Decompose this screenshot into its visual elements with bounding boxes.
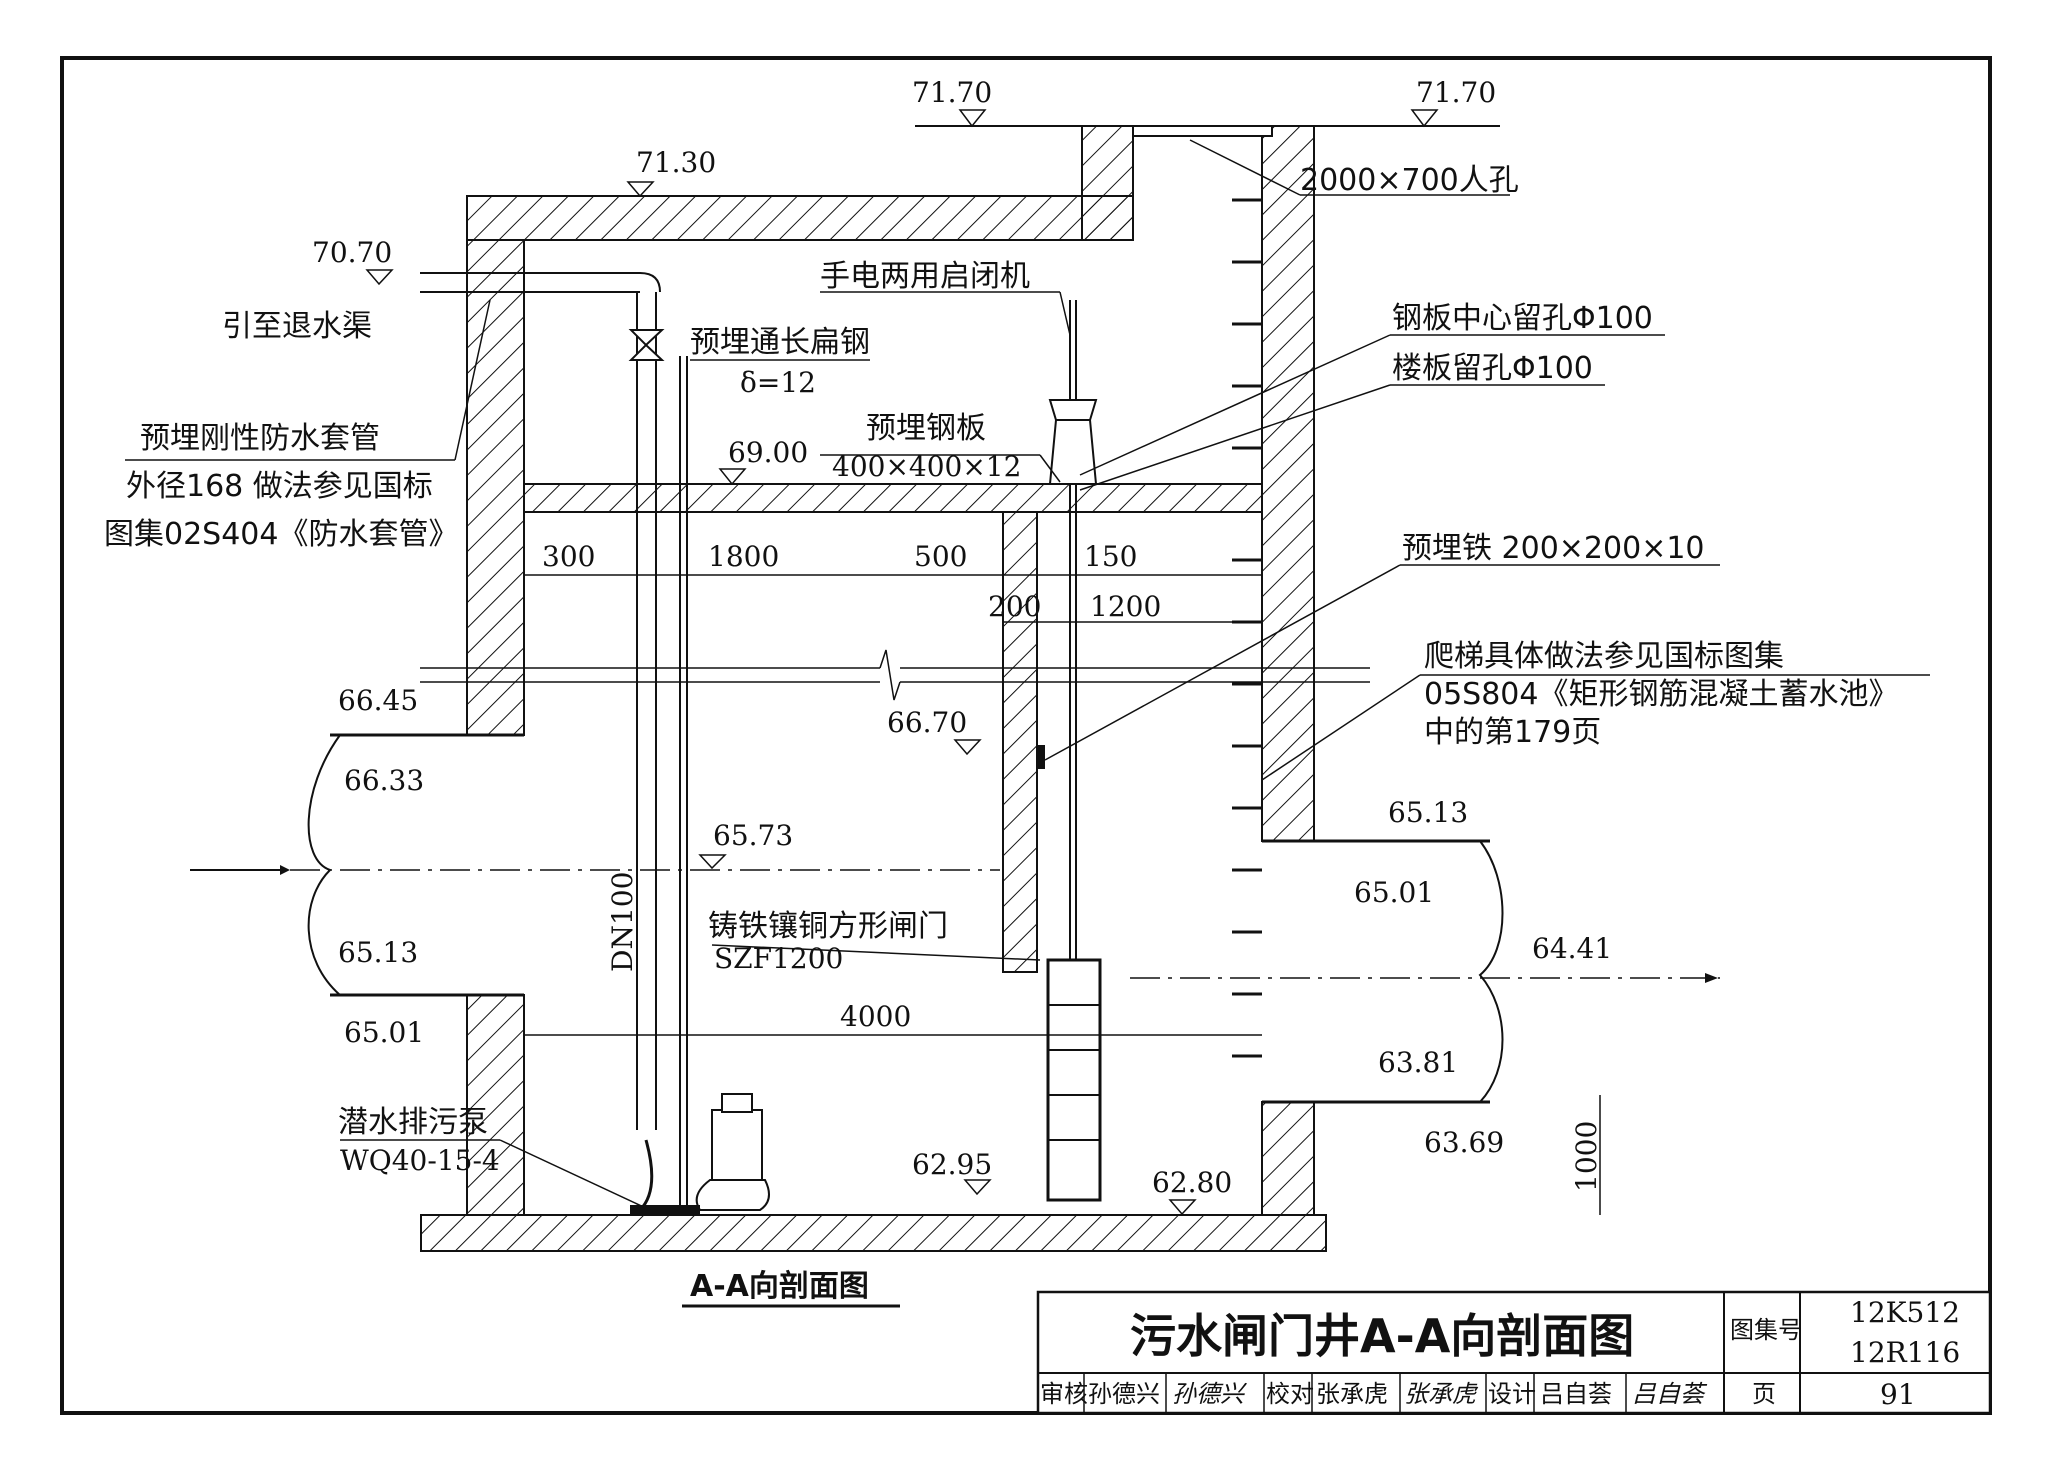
- elev-inlet-lower: 65.13: [338, 936, 418, 969]
- section-caption: A-A向剖面图: [690, 1269, 869, 1304]
- label-manhole: 2000×700人孔: [1300, 163, 1519, 198]
- label-gate-1: 铸铁镶铜方形闸门: [708, 909, 948, 944]
- annotation-labels: 2000×700人孔 手电两用启闭机 钢板中心留孔Φ100 楼板留孔Φ100 引…: [104, 163, 1898, 1308]
- outlet-pipe: [1130, 839, 1720, 1104]
- drawing-title: 污水闸门井A-A向剖面图: [1130, 1309, 1634, 1363]
- dim-1200: 1200: [1090, 590, 1161, 623]
- label-slab-hole: 楼板留孔Φ100: [1392, 351, 1593, 386]
- elev-inlet-upper: 66.33: [344, 764, 424, 797]
- elev-outfall: 70.70: [312, 236, 392, 269]
- break-line: [420, 649, 1370, 701]
- dimension-lines: [524, 574, 1601, 1215]
- label-embedded-iron: 预埋铁 200×200×10: [1402, 531, 1705, 566]
- elev-inlet-bottom: 65.01: [344, 1016, 424, 1049]
- label-sleeve-3: 图集02S404《防水套管》: [104, 517, 458, 552]
- label-plate-hole: 钢板中心留孔Φ100: [1392, 301, 1653, 336]
- atlas-no-2: 12R116: [1850, 1336, 1960, 1369]
- elev-floor-right: 62.80: [1152, 1166, 1232, 1199]
- label-ladder-2: 05S804《矩形钢筋混凝土蓄水池》: [1424, 677, 1898, 712]
- discharge-pipe: [420, 272, 688, 1215]
- elev-ground-right: 71.70: [1416, 76, 1496, 109]
- label-steel-plate: 预埋钢板: [866, 411, 986, 446]
- elev-roof: 71.30: [636, 146, 716, 179]
- elev-outlet-center: 64.41: [1532, 932, 1612, 965]
- dim-150: 150: [1084, 540, 1137, 573]
- dim-1800: 1800: [708, 540, 779, 573]
- label-flat-steel-thk: δ=12: [740, 366, 816, 399]
- dim-300: 300: [542, 540, 595, 573]
- elevation-markers: [365, 109, 1439, 1216]
- label-hoist: 手电两用启闭机: [820, 259, 1030, 294]
- dim-200: 200: [988, 590, 1041, 623]
- leader-lines: [125, 139, 1930, 1211]
- atlas-no-1: 12K512: [1850, 1296, 1960, 1329]
- elev-ground-left: 71.70: [912, 76, 992, 109]
- review-label: 审核: [1040, 1380, 1088, 1408]
- elev-floor-left: 62.95: [912, 1148, 992, 1181]
- submersible-pump: [630, 1093, 770, 1215]
- label-pump-2: WQ40-15-4: [340, 1144, 500, 1177]
- dim-1000: 1000: [1570, 1121, 1603, 1192]
- elev-inlet-top: 66.45: [338, 684, 418, 717]
- label-pump-1: 潜水排污泵: [338, 1105, 488, 1140]
- label-sleeve-2: 外径168 做法参见国标: [126, 469, 433, 504]
- designer-signature: 吕自荟: [1632, 1380, 1708, 1408]
- title-block: 污水闸门井A-A向剖面图 图集号 12K512 12R116 审核 孙德兴 孙德…: [1036, 1290, 1992, 1415]
- design-label: 设计: [1488, 1380, 1536, 1408]
- checker-name: 张承虎: [1316, 1380, 1388, 1408]
- elev-outlet-top: 65.13: [1388, 796, 1468, 829]
- label-steel-plate-size: 400×400×12: [832, 450, 1021, 483]
- elev-slab: 69.00: [728, 436, 808, 469]
- concrete-structure: [420, 125, 1500, 1252]
- checker-signature: 张承虎: [1404, 1380, 1479, 1408]
- elevation-labels: 71.70 71.70 71.30 70.70 69.00 66.45 66.3…: [312, 76, 1612, 1199]
- ladder: [1232, 198, 1262, 1058]
- label-ladder-3: 中的第179页: [1424, 715, 1601, 750]
- elev-outlet-lower: 63.81: [1378, 1046, 1458, 1079]
- label-to-channel: 引至退水渠: [222, 309, 372, 344]
- label-ladder-1: 爬梯具体做法参见国标图集: [1424, 639, 1784, 674]
- dim-500: 500: [914, 540, 967, 573]
- elev-pipe-level: 65.73: [713, 819, 793, 852]
- reviewer-signature: 孙德兴: [1172, 1380, 1248, 1408]
- label-gate-2: SZF1200: [714, 942, 843, 975]
- drawing-frame: [60, 56, 1992, 1415]
- reviewer-name: 孙德兴: [1088, 1380, 1160, 1408]
- elev-gate-plate: 66.70: [887, 706, 967, 739]
- label-sleeve-1: 预埋刚性防水套管: [140, 421, 380, 456]
- page-number: 91: [1880, 1378, 1916, 1411]
- check-label: 校对: [1266, 1380, 1314, 1408]
- page-label: 页: [1752, 1380, 1776, 1408]
- label-flat-steel: 预埋通长扁钢: [690, 325, 870, 360]
- inlet-pipe: [190, 733, 1000, 997]
- manhole-cover: [1132, 125, 1273, 137]
- designer-name: 吕自荟: [1540, 1380, 1612, 1408]
- elev-outlet-upper: 65.01: [1354, 876, 1434, 909]
- atlas-label: 图集号: [1730, 1316, 1802, 1344]
- dimension-labels: 300 1800 500 150 200 1200 4000 1000 DN10…: [542, 540, 1603, 1192]
- elev-outlet-bottom: 63.69: [1424, 1126, 1504, 1159]
- dim-4000: 4000: [840, 1000, 911, 1033]
- sluice-gate: [1037, 300, 1102, 1202]
- dim-dn100: DN100: [606, 872, 639, 972]
